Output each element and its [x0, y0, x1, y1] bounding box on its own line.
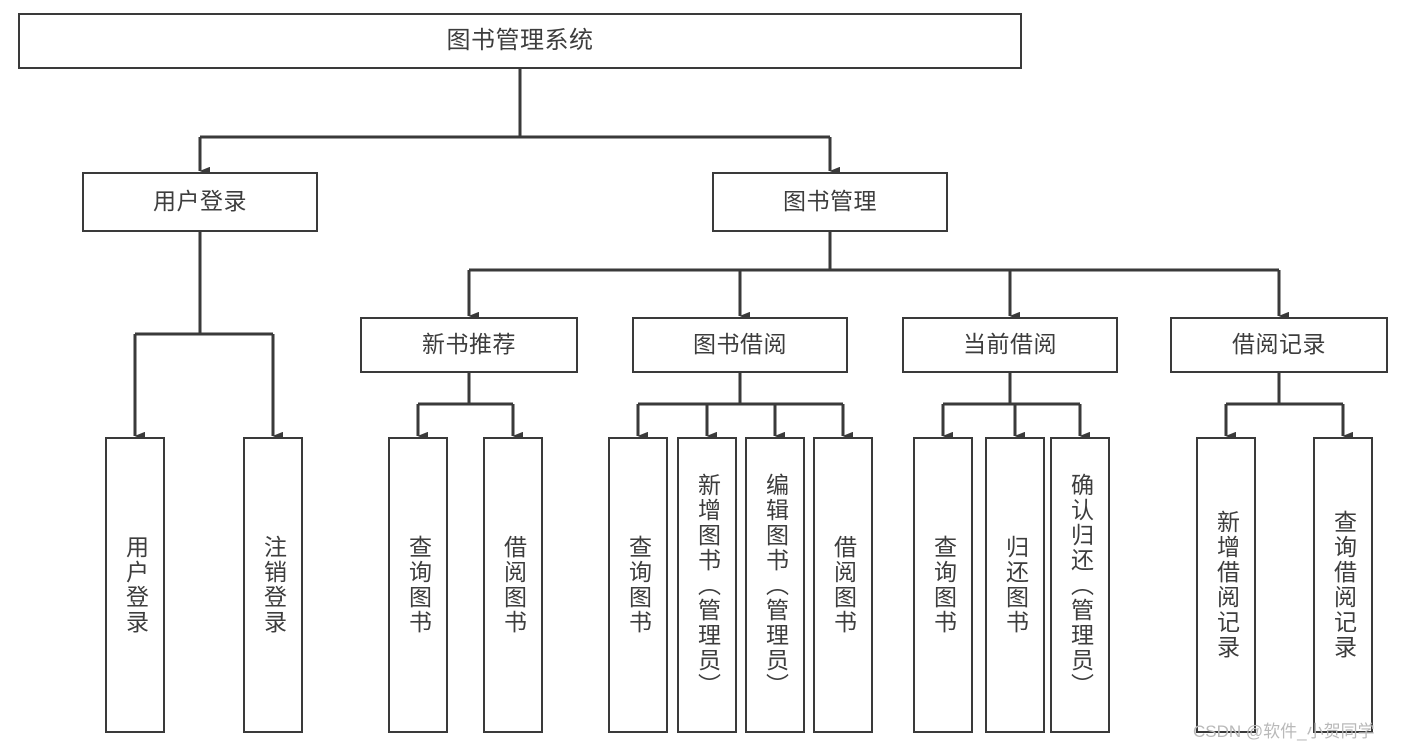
- node-label-leaf-borrow-book-recommend: 借阅图书: [500, 535, 527, 635]
- node-leaf-query-book-current[interactable]: 查询图书: [913, 437, 973, 733]
- node-leaf-query-book-recommend[interactable]: 查询图书: [388, 437, 448, 733]
- node-leaf-user-login[interactable]: 用户登录: [105, 437, 165, 733]
- node-label-leaf-query-record: 查询借阅记录: [1330, 510, 1357, 660]
- node-leaf-query-book-borrow[interactable]: 查询图书: [608, 437, 668, 733]
- node-label-leaf-add-record: 新增借阅记录: [1213, 510, 1240, 660]
- node-label-book-management: 图书管理: [783, 188, 877, 215]
- node-label-leaf-confirm-return: 确认归还（管理员）: [1067, 472, 1094, 698]
- node-label-leaf-query-book-borrow: 查询图书: [625, 535, 652, 635]
- node-leaf-confirm-return[interactable]: 确认归还（管理员）: [1050, 437, 1110, 733]
- node-label-user-login: 用户登录: [153, 188, 247, 215]
- node-label-leaf-add-book: 新增图书（管理员）: [694, 472, 721, 698]
- node-label-current-borrow: 当前借阅: [963, 331, 1057, 358]
- node-label-book-borrow: 图书借阅: [693, 331, 787, 358]
- node-book-borrow[interactable]: 图书借阅: [632, 317, 848, 373]
- node-leaf-query-record[interactable]: 查询借阅记录: [1313, 437, 1373, 733]
- node-new-book-recommend[interactable]: 新书推荐: [360, 317, 578, 373]
- node-label-leaf-edit-book: 编辑图书（管理员）: [762, 472, 789, 698]
- node-leaf-add-book[interactable]: 新增图书（管理员）: [677, 437, 737, 733]
- node-book-management[interactable]: 图书管理: [712, 172, 948, 232]
- node-label-borrow-record: 借阅记录: [1232, 331, 1326, 358]
- node-label-leaf-return-book: 归还图书: [1002, 535, 1029, 635]
- node-current-borrow[interactable]: 当前借阅: [902, 317, 1118, 373]
- node-label-leaf-user-logout: 注销登录: [260, 535, 287, 635]
- node-label-leaf-user-login: 用户登录: [122, 535, 149, 635]
- node-label-leaf-query-book-current: 查询图书: [930, 535, 957, 635]
- node-root[interactable]: 图书管理系统: [18, 13, 1022, 69]
- node-leaf-borrow-book[interactable]: 借阅图书: [813, 437, 873, 733]
- node-label-leaf-query-book-recommend: 查询图书: [405, 535, 432, 635]
- node-leaf-edit-book[interactable]: 编辑图书（管理员）: [745, 437, 805, 733]
- node-label-new-book-recommend: 新书推荐: [422, 331, 516, 358]
- node-user-login[interactable]: 用户登录: [82, 172, 318, 232]
- node-leaf-borrow-book-recommend[interactable]: 借阅图书: [483, 437, 543, 733]
- connectors-group: [133, 69, 1353, 441]
- node-borrow-record[interactable]: 借阅记录: [1170, 317, 1388, 373]
- node-leaf-return-book[interactable]: 归还图书: [985, 437, 1045, 733]
- node-label-root: 图书管理系统: [446, 26, 594, 54]
- node-leaf-user-logout[interactable]: 注销登录: [243, 437, 303, 733]
- node-leaf-add-record[interactable]: 新增借阅记录: [1196, 437, 1256, 733]
- node-label-leaf-borrow-book: 借阅图书: [830, 535, 857, 635]
